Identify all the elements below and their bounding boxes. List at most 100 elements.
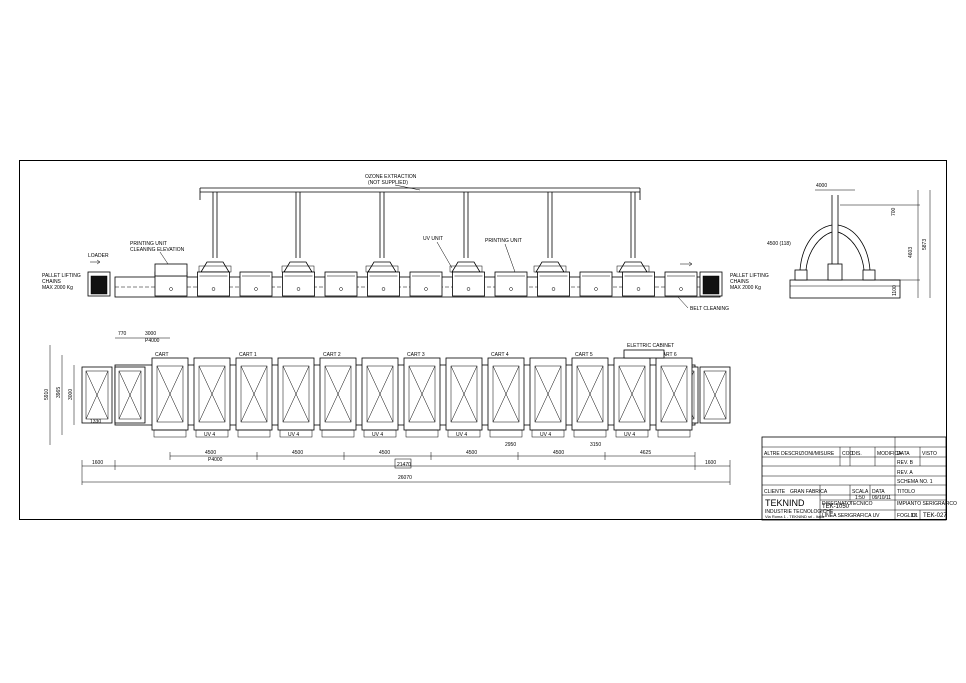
pitch-dim-label: 4500 [292,450,303,456]
pitch-dim-label: 4500 [553,450,564,456]
elevation-unit [494,271,528,297]
tb-dis-label: DISEGNATO [822,501,851,507]
right-end-dim: 1600 [705,460,716,466]
extraction-hood [283,261,313,273]
tb-cliente-label: CLIENTE [764,489,786,495]
fume-extraction-label: OZONE EXTRACTION [365,174,417,180]
electric-cabinet-label: ELETTRIC CABINET [627,343,674,349]
tb-dis-value: TECNICO [850,501,873,507]
pallet-left-label: PALLET LIFTING [42,273,81,279]
uv-label: UV 4 [204,432,215,438]
cart-label: CART 4 [491,352,509,358]
cart-label: CART 3 [407,352,425,358]
cart-label: CART 2 [323,352,341,358]
pallet-left-label-3: MAX 2000 Kg [42,285,73,291]
plan-left-dim-outer: 5910 [44,389,50,400]
elevation-unit [452,271,485,297]
printing-unit-cleaning-sub: CLEANING ELEVATION [130,247,185,253]
cart-label: CART 5 [575,352,593,358]
center-dim: 21470 [397,462,411,468]
loader-label: LOADER [88,253,109,259]
side-right-mid-dim: 4603 [908,247,914,258]
exit-arrow [680,261,693,267]
printing-unit-label: PRINTING UNIT [485,238,522,244]
fume-extraction-sub: (NOT SUPPLIED) [368,180,408,186]
plan-top-dim-b: 3000 [145,331,156,337]
pallet-right-label-2: CHAINS [730,279,750,285]
title-block: ALTRE DESCRIZIONI/MISURE COD. DIS. MODIF… [761,436,957,521]
pitch-dim-label: 4625 [640,450,651,456]
cart-label: CART [155,352,169,358]
extraction-hood [535,261,565,273]
drawing-sheet-border [19,160,947,520]
side-view: 4000 4500 (118) 700 4603 5873 1100 [767,183,931,299]
pitch-dim-label: 4500 [379,450,390,456]
elevation-unit [324,271,358,297]
small-dim-1: 3150 [590,442,601,448]
tb-company-addr: Via Roma 1 - TEKNIND srl - Italia [765,514,825,519]
tb-header-1: COD. [842,451,855,457]
printing-unit-cleaning-label: PRINTING UNIT [130,241,167,247]
tb-header-3: MODIFICA [877,451,902,457]
tb-file-code: TEK-027 [923,513,947,519]
pallet-right-label: PALLET LIFTING [730,273,769,279]
plan-top-dim-a: 770 [118,331,127,337]
plan-left-dim-mid: 3965 [56,387,62,398]
uv-label: UV 4 [540,432,551,438]
tb-company-long: INDUSTRIE TECNOLOGICHE [765,509,834,515]
plan-top-dim-c: P4000 [145,338,160,344]
extraction-hood [367,261,397,273]
elevation-unit [537,271,570,297]
left-end-dim: 1600 [92,460,103,466]
elevation-unit [579,271,613,297]
tb-data-label: DATA [872,489,885,495]
side-bottom-dim: 1100 [892,285,898,296]
elevation-unit [197,271,230,297]
elevation-unit [409,271,443,297]
tb-header-2: DIS. [852,451,862,457]
pallet-right-label-3: MAX 2000 Kg [730,285,761,291]
tb-foglio-value: 1/1 [911,513,918,519]
side-left-dim: 4500 (118) [767,241,791,247]
tb-rev-c: SCHEMA NO. 1 [897,479,933,485]
side-duct-left [799,224,833,271]
tb-scala-label: SCALA [852,489,869,495]
elevation-unit [664,271,698,297]
plan-cart-unit [571,357,609,431]
uv-label: UV 4 [456,432,467,438]
tb-scala-value: 1:50 [855,495,865,501]
elevation-unit [282,271,315,297]
uv-label: UV 4 [288,432,299,438]
tb-title-label: TITOLO [897,489,915,495]
tb-cliente-value: GRAN FABRICA [790,489,828,495]
side-right-total-dim: 5873 [922,239,928,250]
side-top-dim: 4000 [816,183,827,189]
elevation-units [154,271,698,297]
tb-header-4: DATA [897,451,910,457]
elevation-unit [367,271,400,297]
extraction-hood [200,261,230,273]
tb-company-logo: TEKNIND [765,498,805,508]
uv-unit-label: UV UNIT [423,236,443,242]
pitch-sub-label: P4000 [208,457,223,463]
small-dim-0: 2950 [505,442,516,448]
extraction-hood [618,261,648,273]
side-right-top-dim: 700 [891,207,897,216]
printing-unit-cleaning [154,263,188,277]
tb-data-value: 09/10/11 [872,495,891,501]
extraction-hood [451,261,481,273]
tb-header-0: ALTRE DESCRIZIONI/MISURE [764,451,835,457]
pitch-dim-label: 4500 [466,450,477,456]
cart-label: CART 6 [659,352,677,358]
tb-drawing-no: TEK-1050 [822,504,850,510]
belt-cleaning-label: BELT CLEANING [690,306,729,312]
electric-cabinet [623,349,665,359]
plan-left-dim-small: 1330 [90,419,101,425]
loader-arrow [90,259,101,265]
total-dim: 26070 [398,475,412,481]
